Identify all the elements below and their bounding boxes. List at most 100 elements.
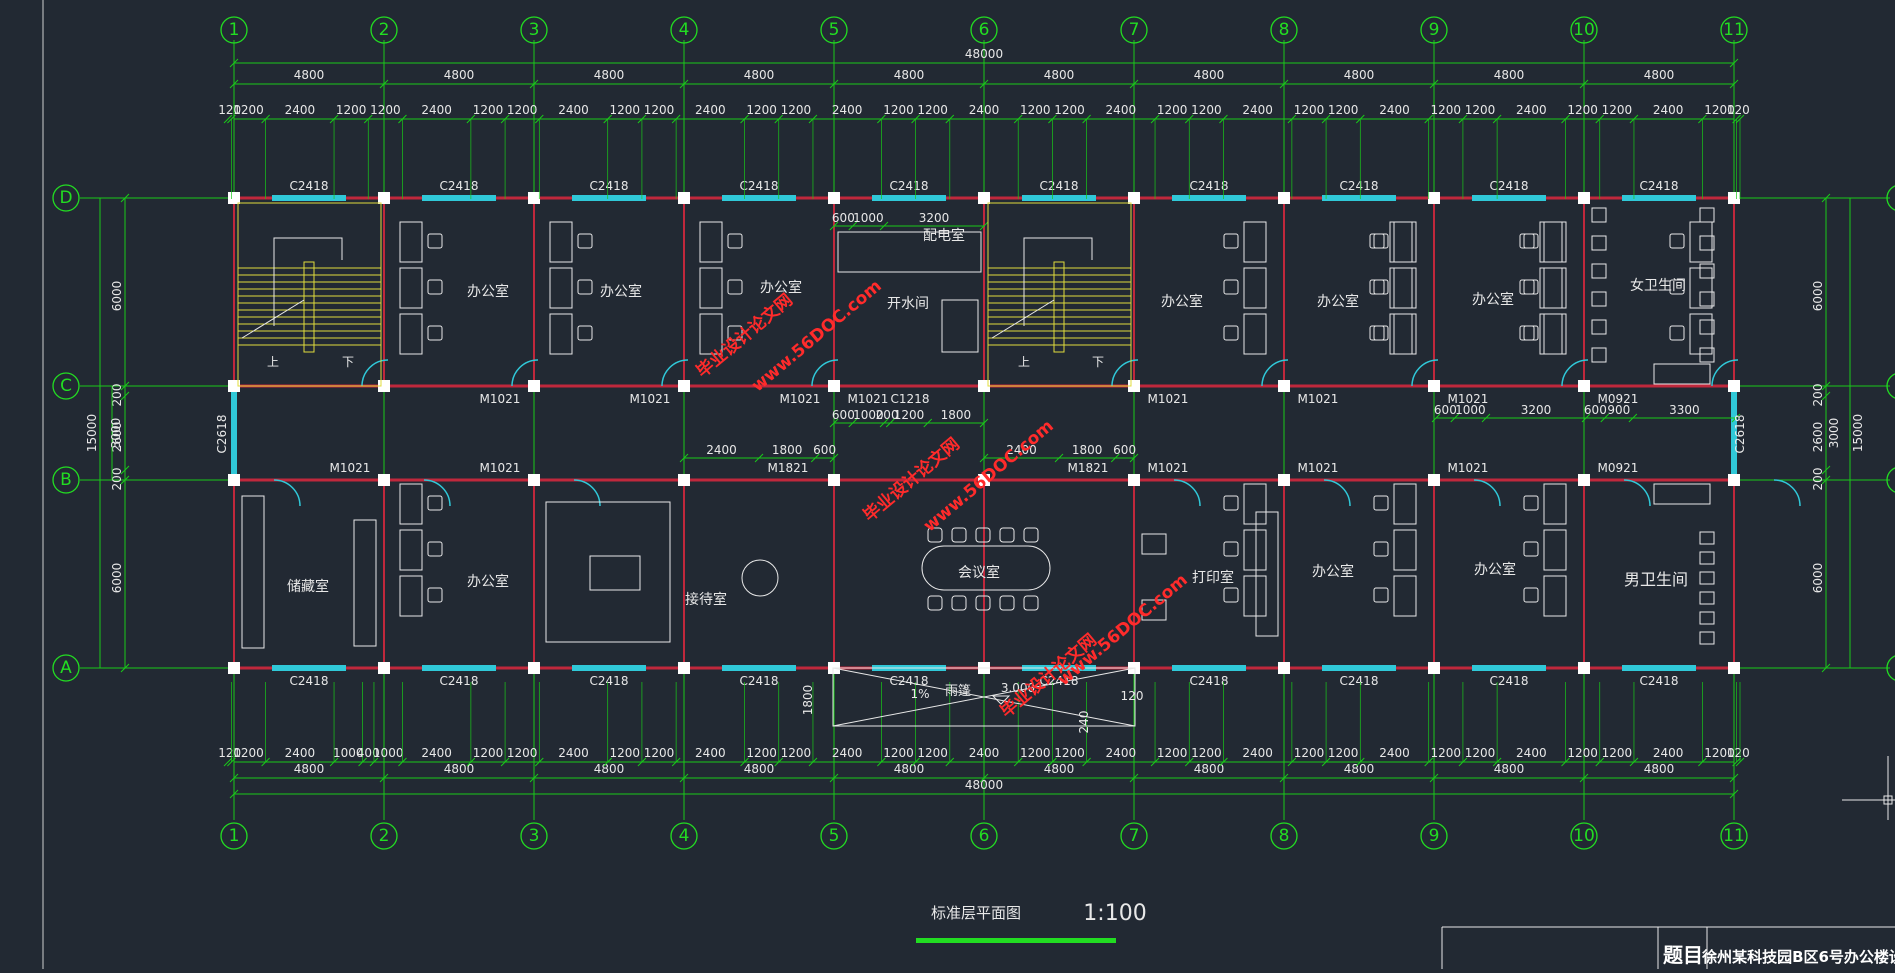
structural-column xyxy=(1728,192,1740,204)
columns xyxy=(228,192,1801,674)
room-office: 办公室 xyxy=(1474,561,1516,578)
axis-label-row: D xyxy=(59,188,72,208)
bay-dimension: 4800 xyxy=(1494,762,1525,776)
room-office: 办公室 xyxy=(1317,293,1359,310)
desk xyxy=(1543,575,1567,617)
bay-dimension: 4800 xyxy=(594,68,625,82)
sofa-set xyxy=(545,501,671,643)
window xyxy=(422,665,496,671)
door-tag: M1021 xyxy=(1298,392,1339,406)
stair-handrail xyxy=(1053,261,1065,353)
detail-dimension: 1200 xyxy=(917,103,948,117)
window-tag: C2418 xyxy=(290,179,329,193)
desk xyxy=(549,267,573,309)
stair-right: 上 下 xyxy=(987,202,1132,387)
door-swing xyxy=(511,359,539,387)
dimension-tick xyxy=(1821,391,1831,401)
detail-dimension: 1200 xyxy=(473,746,504,760)
titleblock-value: 徐州某科技园B区6号办公楼设 xyxy=(1701,948,1895,966)
dimension-tick xyxy=(1129,773,1139,783)
structural-column xyxy=(828,474,840,486)
door-swing xyxy=(1323,479,1351,507)
stair-arrow xyxy=(273,237,343,326)
detail-dimension: 2400 xyxy=(1653,103,1684,117)
dimension-tick xyxy=(229,58,239,68)
chair xyxy=(1373,325,1389,341)
detail-dimension: 1200 xyxy=(233,746,264,760)
dimension-tick xyxy=(1821,663,1831,673)
door-tag: M1021 xyxy=(480,461,521,475)
door-swing xyxy=(1261,359,1289,387)
detail-dimension: 1200 xyxy=(610,746,641,760)
window xyxy=(572,665,646,671)
bay-dimension: 4800 xyxy=(294,762,325,776)
dimension-tick xyxy=(1600,413,1610,423)
structural-column xyxy=(678,474,690,486)
toilet xyxy=(1699,611,1715,625)
axis-bubble xyxy=(52,184,80,212)
room-women-restroom: 女卫生间 xyxy=(1630,277,1686,294)
window-tag: C2618 xyxy=(215,415,229,454)
room-boiling-water: 开水间 xyxy=(887,296,929,312)
chair xyxy=(1523,325,1539,341)
room-office: 办公室 xyxy=(1312,563,1354,580)
dimension-tick xyxy=(848,418,858,428)
corridor-dimension: 600 xyxy=(832,211,855,225)
window-tag: C2418 xyxy=(590,179,629,193)
corridor-dimension: 200 xyxy=(876,408,899,422)
axis-bubble xyxy=(1886,655,1895,681)
detail-dimension: 1200 xyxy=(1465,746,1496,760)
axis-label-column: 7 xyxy=(1129,20,1140,40)
bay-dimension: 4800 xyxy=(1194,68,1225,82)
room-print: 打印室 xyxy=(1192,569,1234,586)
detail-dimension: 1200 xyxy=(781,103,812,117)
side-dimension: 6000 xyxy=(1811,281,1825,312)
chair xyxy=(999,595,1015,611)
desk xyxy=(399,575,423,617)
dimension-tick xyxy=(379,773,389,783)
slope-label: 1% xyxy=(910,687,929,701)
structural-column xyxy=(978,474,990,486)
toilet xyxy=(1699,291,1715,307)
door-tag: M1021 xyxy=(330,461,371,475)
dimension-tick xyxy=(979,453,989,463)
structural-column xyxy=(1728,474,1740,486)
detail-dimension: 1200 xyxy=(644,746,675,760)
chair xyxy=(1523,495,1539,511)
axis-bubble xyxy=(670,16,698,44)
detail-dimension: 2400 xyxy=(558,103,589,117)
axis-bubble xyxy=(520,16,548,44)
detail-dimension: 1200 xyxy=(883,103,914,117)
structural-column xyxy=(228,474,240,486)
detail-dimension: 1200 xyxy=(917,746,948,760)
structural-column xyxy=(1578,474,1590,486)
detail-dimension: 2400 xyxy=(421,746,452,760)
detail-dimension: 2400 xyxy=(1379,103,1410,117)
detail-dimension: 1200 xyxy=(336,103,367,117)
shelf xyxy=(241,495,265,649)
desk xyxy=(1393,575,1417,617)
detail-dimension: 1200 xyxy=(1567,103,1598,117)
corridor-dimension: 1000 xyxy=(1455,403,1486,417)
chair xyxy=(1669,325,1685,341)
window xyxy=(272,665,346,671)
dimension-tick xyxy=(120,475,130,485)
axis-bubble xyxy=(52,466,80,494)
dimension-tick xyxy=(1129,79,1139,89)
detail-dimension: 1200 xyxy=(370,103,401,117)
sink xyxy=(1653,483,1711,505)
room-office: 办公室 xyxy=(467,573,509,590)
detail-dimension: 1200 xyxy=(610,103,641,117)
detail-dimension: 1200 xyxy=(1054,746,1085,760)
axis-label-column: 9 xyxy=(1429,826,1440,846)
window-tag: C2418 xyxy=(590,674,629,688)
dimension-tick xyxy=(379,79,389,89)
axis-label-column: 2 xyxy=(379,20,390,40)
chair xyxy=(951,527,967,543)
dimension-tick xyxy=(1429,773,1439,783)
desk xyxy=(1243,483,1267,525)
detail-dimension: 1200 xyxy=(1602,746,1633,760)
stair-handrail xyxy=(303,261,315,353)
overall-dimension: 48000 xyxy=(965,778,1003,792)
